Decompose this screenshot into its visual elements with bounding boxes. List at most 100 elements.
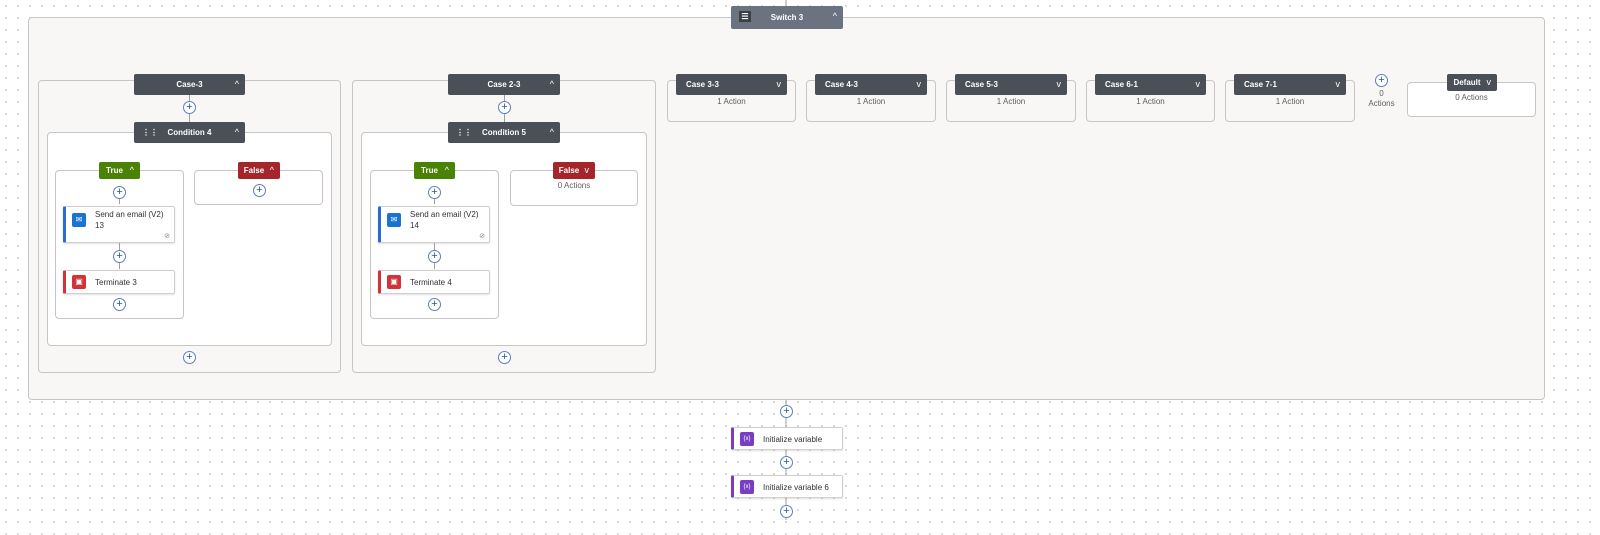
outlook-icon: ✉ xyxy=(387,213,401,227)
case-header-case-3[interactable]: Case-3 ^ xyxy=(134,74,245,95)
switch-header[interactable]: ☰ Switch 3 ^ xyxy=(731,6,843,29)
terminate-title: Terminate 4 xyxy=(410,278,452,287)
case-actions-count: 1 Action xyxy=(856,97,886,106)
send-email-card-13[interactable]: ✉ Send an email (V2) 13 ⊘ xyxy=(63,206,175,243)
switch-icon: ☰ xyxy=(739,11,751,22)
add-case-count: 0 xyxy=(1379,89,1384,98)
default-actions-count: 0 Actions xyxy=(1455,93,1488,102)
chevron-up-icon[interactable]: ^ xyxy=(129,165,134,175)
variable-icon: {x} xyxy=(740,480,754,494)
true-branch-header[interactable]: True ^ xyxy=(99,162,140,179)
case-actions-count: 1 Action xyxy=(996,97,1026,106)
false-branch-header[interactable]: False ^ xyxy=(238,162,280,179)
email-subtitle: 14 xyxy=(410,221,419,230)
variable-icon: {x} xyxy=(740,432,754,446)
initialize-variable-6-title: Initialize variable 6 xyxy=(763,483,829,492)
send-email-card-14[interactable]: ✉ Send an email (V2) 14 ⊘ xyxy=(378,206,490,243)
condition-icon: ⋮⋮ xyxy=(142,128,158,137)
case-header-case-4-3[interactable]: Case 4-3 v xyxy=(815,74,927,95)
add-action-button[interactable]: + xyxy=(253,184,266,197)
case-header-case-7-1[interactable]: Case 7-1 v xyxy=(1234,74,1346,95)
connector xyxy=(434,243,435,250)
connector xyxy=(119,243,120,250)
add-action-button[interactable]: + xyxy=(113,298,126,311)
false-label: False xyxy=(558,166,580,175)
chevron-down-icon[interactable]: v xyxy=(1335,79,1341,89)
add-action-button[interactable]: + xyxy=(498,101,511,114)
add-action-button[interactable]: + xyxy=(780,456,793,469)
add-case-button[interactable]: + xyxy=(1375,74,1388,87)
chevron-up-icon[interactable]: ^ xyxy=(234,127,239,137)
add-action-button[interactable]: + xyxy=(113,250,126,263)
add-action-button[interactable]: + xyxy=(113,186,126,199)
add-action-button[interactable]: + xyxy=(183,351,196,364)
case-label: Case 7-1 xyxy=(1244,80,1277,89)
connector xyxy=(434,263,435,269)
condition-title: Condition 5 xyxy=(482,128,526,137)
terminate-card-4[interactable]: ▣ Terminate 4 xyxy=(378,270,490,294)
connector xyxy=(119,199,120,204)
email-subtitle: 13 xyxy=(95,221,104,230)
case-actions-count: 1 Action xyxy=(717,97,746,106)
condition-title: Condition 4 xyxy=(167,128,212,137)
case-label: Case 2-3 xyxy=(487,80,521,89)
connector xyxy=(434,199,435,204)
chevron-down-icon[interactable]: v xyxy=(916,79,922,89)
email-title: Send an email (V2) xyxy=(410,210,479,219)
false-actions-count: 0 Actions xyxy=(557,181,591,190)
connector xyxy=(189,95,190,101)
add-action-button[interactable]: + xyxy=(183,101,196,114)
false-label: False xyxy=(243,166,265,175)
add-action-button[interactable]: + xyxy=(428,186,441,199)
link-icon: ⊘ xyxy=(164,233,170,240)
case-header-case-3-3[interactable]: Case 3-3 v xyxy=(676,74,787,95)
initialize-variable-title: Initialize variable xyxy=(763,435,823,444)
false-branch-header[interactable]: False v xyxy=(553,162,595,179)
case-label: Case 5-3 xyxy=(965,80,998,89)
case-header-case-5-3[interactable]: Case 5-3 v xyxy=(955,74,1067,95)
case-header-case-6-1[interactable]: Case 6-1 v xyxy=(1095,74,1206,95)
add-action-button[interactable]: + xyxy=(780,505,793,518)
condition-header-4[interactable]: ⋮⋮ Condition 4 ^ xyxy=(134,122,245,143)
chevron-up-icon[interactable]: ^ xyxy=(269,165,274,175)
true-branch-header[interactable]: True ^ xyxy=(414,162,455,179)
true-label: True xyxy=(421,166,438,175)
link-icon: ⊘ xyxy=(479,233,485,240)
true-label: True xyxy=(106,166,123,175)
default-case-header[interactable]: Default v xyxy=(1447,74,1497,91)
case-label: Case 6-1 xyxy=(1105,80,1138,89)
chevron-down-icon[interactable]: v xyxy=(1056,79,1062,89)
initialize-variable-card[interactable]: {x} Initialize variable xyxy=(731,427,843,450)
chevron-down-icon[interactable]: v xyxy=(1195,79,1201,89)
case-header-case-2-3[interactable]: Case 2-3 ^ xyxy=(448,74,560,95)
chevron-down-icon[interactable]: v xyxy=(584,165,590,175)
add-action-button[interactable]: + xyxy=(428,250,441,263)
connector xyxy=(189,114,190,122)
chevron-up-icon[interactable]: ^ xyxy=(832,11,837,21)
case-label: Case-3 xyxy=(176,80,203,89)
outlook-icon: ✉ xyxy=(72,213,86,227)
chevron-down-icon[interactable]: v xyxy=(776,79,782,89)
terminate-card-3[interactable]: ▣ Terminate 3 xyxy=(63,270,175,294)
add-action-button[interactable]: + xyxy=(428,298,441,311)
add-case-label: Actions xyxy=(1368,99,1395,108)
initialize-variable-6-card[interactable]: {x} Initialize variable 6 xyxy=(731,475,843,498)
case-actions-count: 1 Action xyxy=(1136,97,1165,106)
switch-title: Switch 3 xyxy=(770,13,804,22)
connector xyxy=(504,114,505,122)
chevron-up-icon[interactable]: ^ xyxy=(444,165,449,175)
terminate-icon: ▣ xyxy=(387,275,401,289)
chevron-up-icon[interactable]: ^ xyxy=(549,79,554,89)
case-actions-count: 1 Action xyxy=(1275,97,1305,106)
chevron-down-icon[interactable]: v xyxy=(1486,77,1492,87)
chevron-up-icon[interactable]: ^ xyxy=(234,79,239,89)
terminate-title: Terminate 3 xyxy=(95,278,137,287)
connector xyxy=(504,95,505,101)
email-title: Send an email (V2) xyxy=(95,210,164,219)
case-label: Case 4-3 xyxy=(825,80,858,89)
add-action-button[interactable]: + xyxy=(498,351,511,364)
add-action-button[interactable]: + xyxy=(780,405,793,418)
condition-header-5[interactable]: ⋮⋮ Condition 5 ^ xyxy=(448,122,560,143)
connector xyxy=(119,263,120,269)
chevron-up-icon[interactable]: ^ xyxy=(549,127,554,137)
